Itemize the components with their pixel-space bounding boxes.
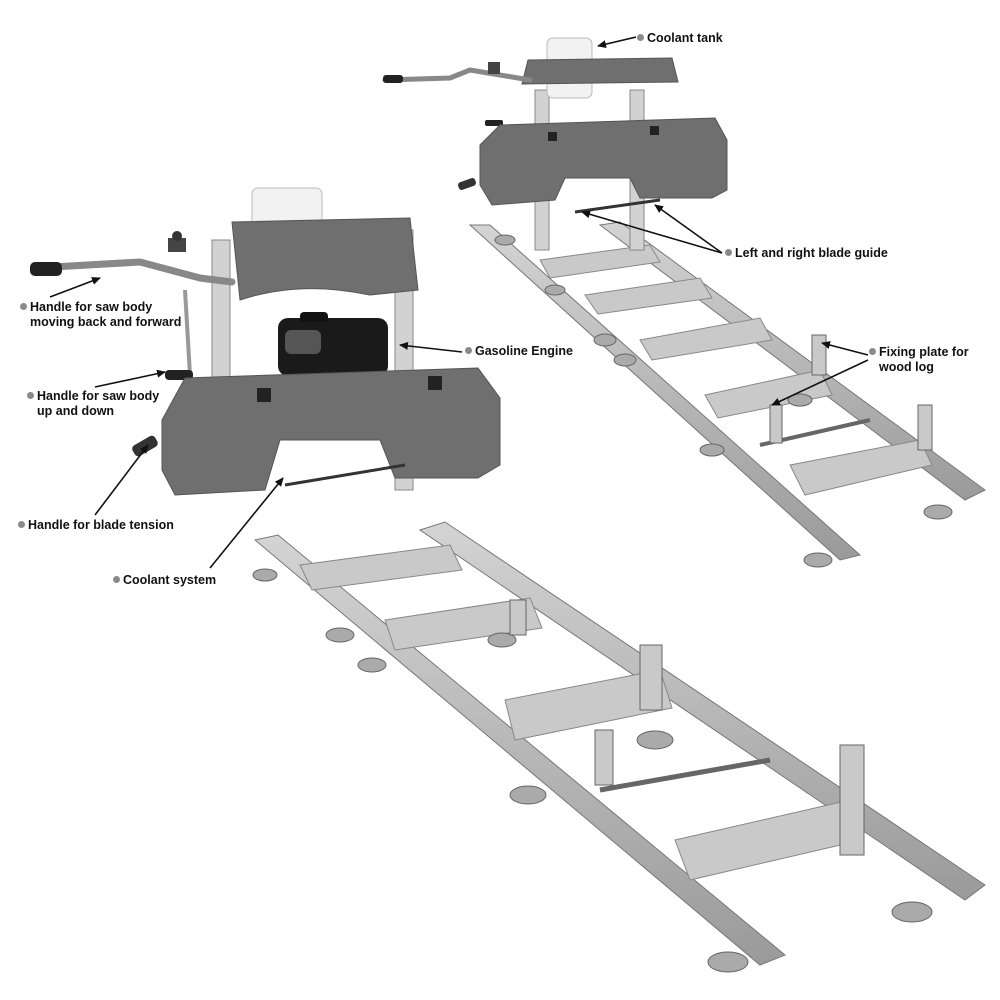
label-handle-back-forward: Handle for saw body moving back and forw… [20,300,181,330]
label-text: Coolant tank [647,31,723,45]
bullet-dot [18,521,25,528]
label-fixing-plate: Fixing plate for wood log [869,345,969,375]
bullet-dot [27,392,34,399]
label-text: Handle for blade tension [28,518,174,532]
label-text-line2: wood log [879,360,934,374]
bullet-dot [113,576,120,583]
rear-saw-housing [479,117,728,206]
front-track-rails [252,521,986,973]
bullet-dot [725,249,732,256]
bullet-dot [869,348,876,355]
label-coolant-tank: Coolant tank [637,31,723,46]
front-saw-housing [161,367,501,496]
label-text-line2: up and down [37,404,115,418]
bullet-dot [637,34,644,41]
bullet-dot [20,303,27,310]
label-gasoline-engine: Gasoline Engine [465,344,573,359]
leader-lines [49,36,869,569]
rear-track-rails [468,221,986,568]
label-text: Left and right blade guide [735,246,888,260]
bullet-dot [465,347,472,354]
label-coolant-system: Coolant system [113,573,216,588]
label-text-line2: moving back and forward [30,315,182,329]
label-text: Handle for saw body [30,300,153,314]
front-sawmill [30,187,986,973]
label-handle-blade-tension: Handle for blade tension [18,518,174,533]
label-text: Fixing plate for [879,345,969,359]
label-handle-up-down: Handle for saw body up and down [27,389,159,419]
label-text: Coolant system [123,573,217,587]
label-text: Gasoline Engine [475,344,573,358]
gasoline-engine-body [278,312,388,376]
rear-sawmill [382,37,986,568]
label-text: Handle for saw body [37,389,160,403]
label-blade-guide: Left and right blade guide [725,246,888,261]
